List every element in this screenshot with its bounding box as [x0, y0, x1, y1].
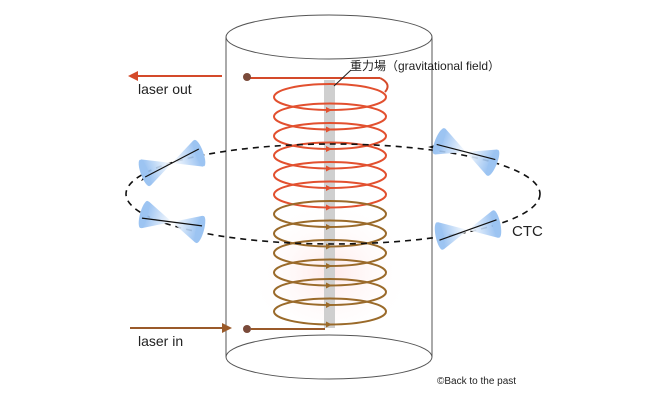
coil-arrow [326, 185, 332, 191]
laser-out-line [128, 71, 389, 93]
light-cone-icon [138, 200, 206, 244]
coil-arrow [326, 302, 332, 308]
laser-out-label: laser out [138, 81, 192, 97]
coil-arrow [326, 126, 332, 133]
coil-arrow [326, 243, 332, 250]
light-cone-icon [138, 128, 502, 250]
field-pointer [333, 69, 352, 87]
coil-arrow [326, 321, 332, 328]
coil-arrow [326, 263, 332, 269]
coil-arrow [326, 224, 332, 230]
light-cone-icon [138, 139, 206, 187]
laser-in-line [130, 323, 325, 333]
coil-arrow [326, 165, 332, 172]
coil-arrow [326, 146, 332, 152]
field-label: 重力場（gravitational field） [350, 59, 500, 73]
coil-arrow [326, 107, 332, 113]
coil [273, 83, 387, 328]
ctc-label: CTC [512, 223, 543, 240]
cylinder [225, 14, 433, 380]
coil-arrow [326, 282, 332, 289]
gravitational-field-bar [324, 80, 335, 328]
credit-label: ©Back to the past [437, 376, 516, 387]
laser-in-label: laser in [138, 333, 183, 349]
light-cone-icon [434, 210, 502, 250]
coil-arrow [326, 204, 332, 211]
light-cone-icon [432, 128, 500, 176]
